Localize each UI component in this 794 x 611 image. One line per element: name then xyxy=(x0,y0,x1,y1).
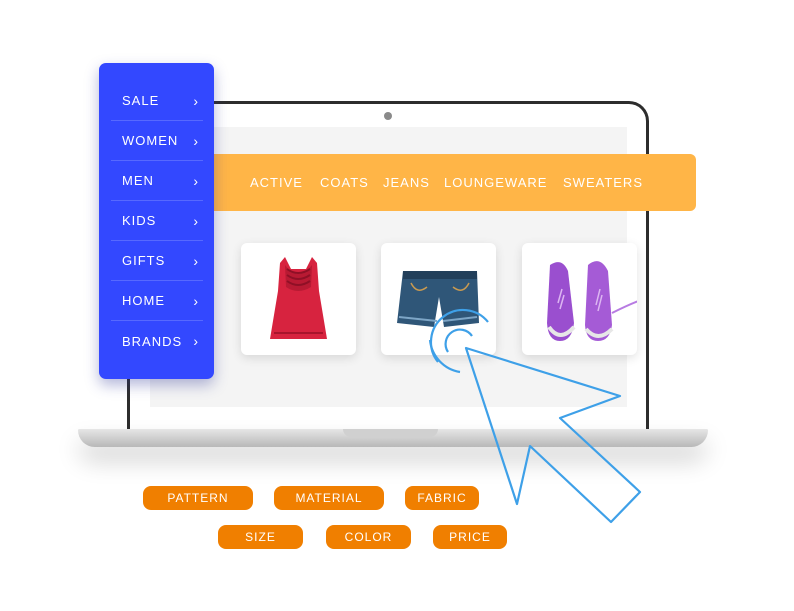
product-card-blouse[interactable] xyxy=(241,243,356,355)
purple-sneakers-icon xyxy=(547,261,645,341)
menu-item-sale[interactable]: SALE › xyxy=(111,81,203,121)
menu-item-brands[interactable]: BRANDS › xyxy=(111,321,203,361)
filter-chip-size[interactable]: SIZE xyxy=(218,525,303,549)
category-active[interactable]: ACTIVE xyxy=(250,175,303,190)
menu-item-men[interactable]: MEN › xyxy=(111,161,203,201)
side-menu: SALE › WOMEN › MEN › KIDS › GIFTS › HOME… xyxy=(99,63,214,379)
laptop-notch xyxy=(343,429,438,437)
menu-item-label: HOME xyxy=(122,293,165,308)
filter-chip-color[interactable]: COLOR xyxy=(326,525,411,549)
filter-chip-fabric[interactable]: FABRIC xyxy=(405,486,479,510)
product-card-sneakers[interactable] xyxy=(522,243,645,355)
camera-icon xyxy=(384,112,392,120)
chevron-right-icon: › xyxy=(193,92,199,109)
filter-chip-price[interactable]: PRICE xyxy=(433,525,507,549)
menu-item-label: GIFTS xyxy=(122,253,166,268)
filter-chip-material[interactable]: MATERIAL xyxy=(274,486,384,510)
menu-item-label: SALE xyxy=(122,93,160,108)
category-bar: ACTIVE COATS JEANS LOUNGEWARE SWEATERS xyxy=(206,154,696,211)
category-coats[interactable]: COATS xyxy=(320,175,369,190)
category-loungeware[interactable]: LOUNGEWARE xyxy=(444,175,548,190)
category-jeans[interactable]: JEANS xyxy=(383,175,430,190)
chevron-right-icon: › xyxy=(193,333,199,349)
menu-item-label: KIDS xyxy=(122,213,157,228)
menu-item-label: MEN xyxy=(122,173,154,188)
menu-item-women[interactable]: WOMEN › xyxy=(111,121,203,161)
menu-item-label: WOMEN xyxy=(122,133,179,148)
red-blouse-icon xyxy=(270,257,327,339)
menu-item-kids[interactable]: KIDS › xyxy=(111,201,203,241)
denim-shorts-icon xyxy=(397,271,479,327)
chevron-right-icon: › xyxy=(193,212,199,229)
chevron-right-icon: › xyxy=(193,132,199,149)
category-sweaters[interactable]: SWEATERS xyxy=(563,175,643,190)
chevron-right-icon: › xyxy=(193,252,199,269)
menu-item-home[interactable]: HOME › xyxy=(111,281,203,321)
chevron-right-icon: › xyxy=(193,172,199,189)
menu-item-gifts[interactable]: GIFTS › xyxy=(111,241,203,281)
chevron-right-icon: › xyxy=(193,292,199,309)
filter-chip-pattern[interactable]: PATTERN xyxy=(143,486,253,510)
product-card-shorts[interactable] xyxy=(381,243,496,355)
menu-item-label: BRANDS xyxy=(122,333,183,349)
